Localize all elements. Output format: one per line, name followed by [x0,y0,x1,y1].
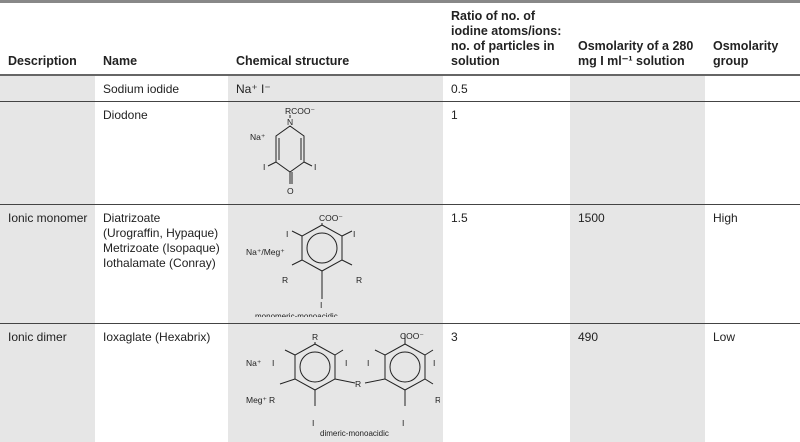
cell-description [0,102,95,205]
svg-text:R: R [269,395,275,405]
cell-structure: Na⁺ Meg⁺ R I I R I R COO⁻ I I I R I dime… [228,324,443,442]
monomer-structure: COO⁻ I I Na⁺/Meg⁺ R R I monomeric-monoac… [230,207,430,317]
svg-text:COO⁻: COO⁻ [400,331,424,341]
cell-description: Ionic monomer [0,205,95,324]
cell-structure: COO⁻ I I Na⁺/Meg⁺ R R I monomeric-monoac… [228,205,443,324]
svg-text:Meg⁺: Meg⁺ [246,395,268,405]
cell-ratio: 0.5 [443,75,570,102]
svg-text:I: I [272,358,274,368]
svg-text:Na⁺: Na⁺ [246,358,262,368]
header-row: Description Name Chemical structure Rati… [0,2,800,76]
svg-text:R: R [355,379,361,389]
table-row: Ionic monomer Diatrizoate (Urograffin, H… [0,205,800,324]
table-row: Diodone RCOO⁻ N Na⁺ I I O 1 [0,102,800,205]
cell-description [0,75,95,102]
cell-osmolarity: 1500 [570,205,705,324]
header-description: Description [0,2,95,76]
cell-name: Diodone [95,102,228,205]
svg-text:I: I [286,229,288,239]
svg-text:Na⁺/Meg⁺: Na⁺/Meg⁺ [246,247,285,257]
header-osmolarity: Osmolarity of a 280 mg I ml⁻¹ solution [570,2,705,76]
svg-text:I: I [314,162,316,172]
svg-text:I: I [320,300,322,310]
cell-group [705,102,800,205]
svg-text:I: I [345,358,347,368]
svg-text:RCOO⁻: RCOO⁻ [285,106,316,116]
cell-ratio: 3 [443,324,570,442]
svg-text:O: O [287,186,294,196]
cell-name: Ioxaglate (Hexabrix) [95,324,228,442]
cell-name: Diatrizoate (Urograffin, Hypaque) Metriz… [95,205,228,324]
cell-group [705,75,800,102]
svg-text:R: R [435,395,440,405]
svg-text:R: R [356,275,362,285]
cell-osmolarity [570,102,705,205]
table-row: Ionic dimer Ioxaglate (Hexabrix) Na⁺ Meg… [0,324,800,442]
cell-description: Ionic dimer [0,324,95,442]
svg-text:R: R [312,332,318,342]
cell-group: High [705,205,800,324]
cell-osmolarity [570,75,705,102]
cell-name: Sodium iodide [95,75,228,102]
header-group: Osmolarity group [705,2,800,76]
svg-text:I: I [263,162,265,172]
diodone-structure: RCOO⁻ N Na⁺ I I O [230,104,430,198]
cell-structure: RCOO⁻ N Na⁺ I I O [228,102,443,205]
cell-ratio: 1 [443,102,570,205]
cell-group: Low [705,324,800,442]
svg-text:Na⁺: Na⁺ [250,132,266,142]
header-name: Name [95,2,228,76]
svg-text:I: I [367,358,369,368]
table-row: Sodium iodide Na⁺ I⁻ 0.5 [0,75,800,102]
svg-text:dimeric-monoacidic: dimeric-monoacidic [320,429,389,436]
svg-text:I: I [353,229,355,239]
cell-structure: Na⁺ I⁻ [228,75,443,102]
svg-text:COO⁻: COO⁻ [319,213,343,223]
header-ratio: Ratio of no. of iodine atoms/ions: no. o… [443,2,570,76]
cell-osmolarity: 490 [570,324,705,442]
svg-text:monomeric-monoacidic: monomeric-monoacidic [255,312,338,317]
svg-text:I: I [433,358,435,368]
header-structure: Chemical structure [228,2,443,76]
svg-text:R: R [282,275,288,285]
cell-ratio: 1.5 [443,205,570,324]
